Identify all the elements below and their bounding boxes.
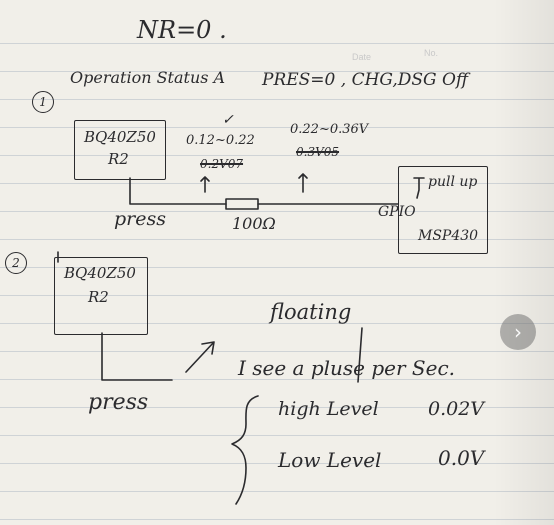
scribble-2: 0.3V05 — [296, 145, 340, 159]
chevron-right-icon: › — [514, 320, 522, 344]
chip-2-sub: R2 — [88, 288, 109, 306]
probe-arrow-2 — [298, 173, 308, 193]
resistor-symbol — [225, 198, 259, 210]
operation-status: Operation Status A — [70, 68, 226, 87]
high-level-value: 0.02V — [428, 398, 485, 420]
chip-1-name: BQ40Z50 — [84, 128, 156, 146]
press-label-2: press — [88, 390, 149, 415]
pointer-arrow — [185, 341, 215, 373]
low-level-label: Low Level — [278, 448, 382, 472]
resistor-label: 100Ω — [232, 214, 276, 233]
mcu-label: MSP430 — [418, 228, 479, 244]
bq40z50-chip-box-2 — [54, 257, 148, 335]
level-brace — [231, 395, 259, 505]
voltage-range-1: 0.12~0.22 — [186, 133, 255, 148]
pulse-observation: I see a pluse per Sec. — [238, 356, 456, 380]
chip-1-sub: R2 — [108, 150, 129, 168]
nr-line: NR=0 . — [137, 16, 227, 44]
floating-label: floating — [270, 300, 352, 324]
probe-arrow-1 — [200, 176, 210, 193]
bq40z50-chip-box-1 — [74, 120, 166, 180]
gpio-label: GPIO — [378, 204, 416, 220]
press-wire-2 — [101, 332, 173, 381]
scribble-1: 0.2V07 — [200, 157, 244, 171]
press-wire-1 — [129, 177, 227, 205]
date-label: Date — [352, 52, 372, 62]
check-mark: ✓ — [222, 112, 234, 128]
floating-underline — [357, 327, 363, 383]
low-level-value: 0.0V — [438, 446, 485, 470]
number-label: No. — [424, 48, 439, 58]
step-2-marker: 2 — [5, 252, 27, 274]
pull-up-label: pull up — [428, 174, 478, 190]
pull-up-symbol — [413, 177, 425, 199]
step-1-marker: 1 — [32, 91, 54, 113]
pres-status-line: PRES=0 , CHG,DSG Off — [262, 70, 469, 90]
press-label-1: press — [114, 208, 166, 230]
msp430-box — [398, 166, 488, 254]
chip-2-name: BQ40Z50 — [64, 264, 136, 282]
high-level-label: high Level — [278, 398, 379, 420]
next-page-button[interactable]: › — [500, 314, 536, 350]
voltage-range-2: 0.22~0.36V — [290, 122, 369, 137]
